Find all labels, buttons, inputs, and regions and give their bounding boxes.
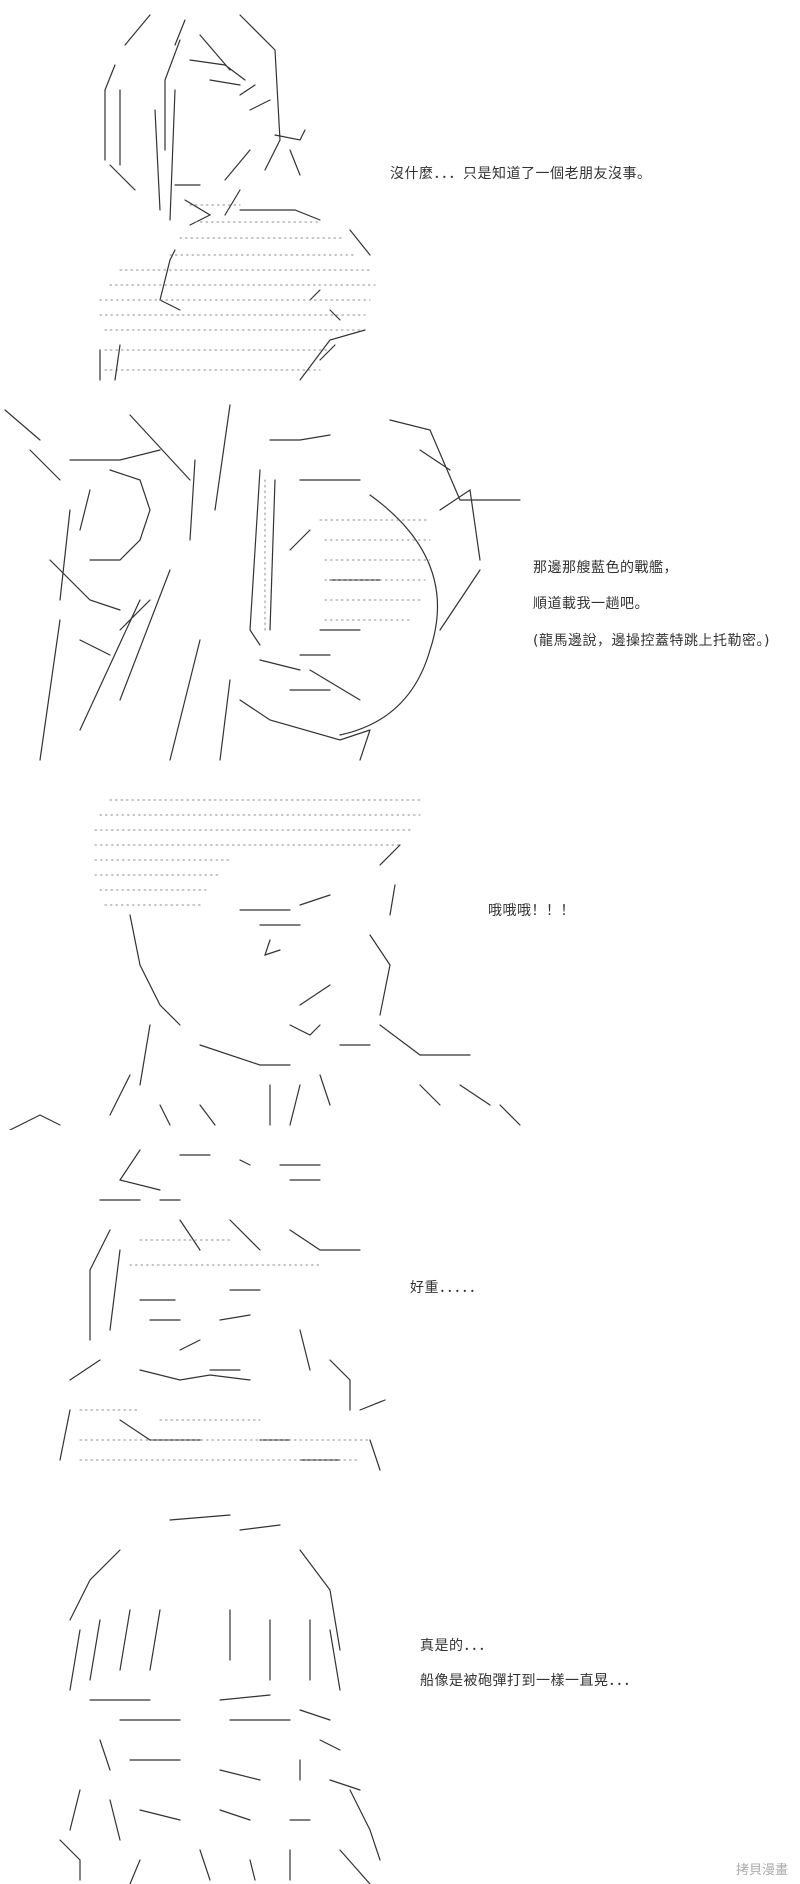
straining-character-ascii-art [59, 1149, 386, 1471]
dialogue-line: 順道載我一趟吧。 [533, 596, 649, 612]
watermark: 拷貝漫畫 [735, 1863, 788, 1878]
dialogue-line: 那邊那艘藍色的戰艦， [533, 560, 678, 576]
shouting-character-ascii-art [9, 799, 521, 1130]
dialogue-line: (龍馬邊說，邊操控蓋特跳上托勒密。) [533, 633, 770, 649]
panel-3: 哦哦哦！！！ [0, 785, 800, 1130]
dialogue-line: 真是的．．． [420, 1638, 493, 1654]
dialogue-line: 哦哦哦！！！ [488, 903, 575, 919]
dialogue-line: 好重．．．．． [410, 1280, 484, 1296]
dialogue-line: 船像是被砲彈打到一樣一直晃．．． [420, 1673, 638, 1689]
panel-1: 沒什麼．．．只是知道了一個老朋友沒事。 [0, 0, 800, 390]
robot-ascii-art [4, 404, 521, 761]
dialogue-line: 沒什麼．．．只是知道了一個老朋友沒事。 [390, 166, 652, 182]
panel-4: 好重．．．．． [0, 1140, 800, 1480]
panel-2: 那邊那艘藍色的戰艦， 順道載我一趟吧。 (龍馬邊說，邊操控蓋特跳上托勒密。) [0, 400, 800, 780]
character-ascii-art-1 [99, 14, 376, 381]
panel-5: 真是的．．． 船像是被砲彈打到一樣一直晃．．． [0, 1490, 800, 1884]
annoyed-character-ascii-art [59, 1514, 381, 1884]
